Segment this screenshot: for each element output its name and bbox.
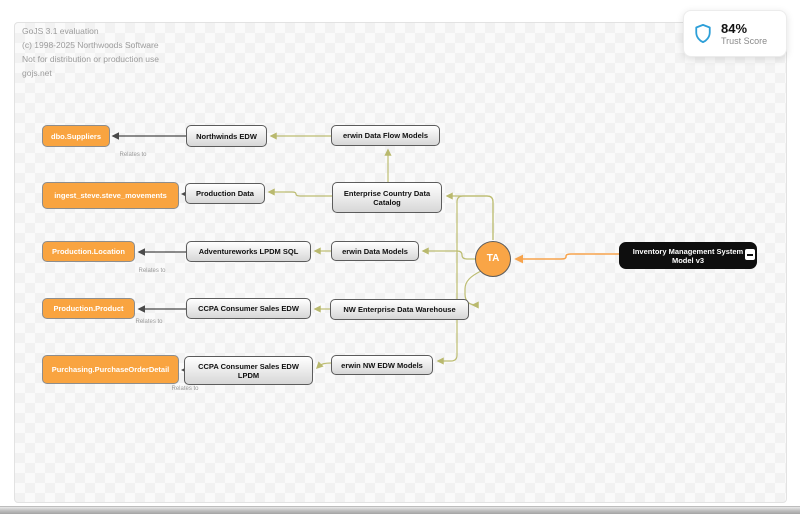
- node-nw-enterprise-data-warehouse[interactable]: NW Enterprise Data Warehouse: [330, 299, 469, 320]
- node-label: NW Enterprise Data Warehouse: [343, 305, 456, 314]
- node-erwin-data-models[interactable]: erwin Data Models: [331, 241, 419, 261]
- node-label: dbo.Suppliers: [50, 131, 101, 141]
- node-label: Production.Location: [52, 247, 125, 256]
- node-erwin-nw-edw-models[interactable]: erwin NW EDW Models: [331, 355, 433, 375]
- node-adventureworks-lpdm-sql[interactable]: Adventureworks LPDM SQL: [186, 241, 311, 262]
- node-label: Production.Product: [53, 304, 124, 313]
- link-ta-erwin-nw-edw-models[interactable]: [436, 195, 494, 365]
- link-erwin-nw-edw-ccpa-lpdm[interactable]: [315, 361, 332, 370]
- node-enterprise-country-data-catalog[interactable]: Enterprise Country Data Catalog: [332, 182, 442, 213]
- node-label: CCPA Consumer Sales EDW LPDM: [198, 361, 299, 380]
- node-label: Adventureworks LPDM SQL: [198, 247, 299, 256]
- link-label-relates-to: Relates to: [135, 319, 163, 325]
- node-northwinds-edw[interactable]: Northwinds EDW: [186, 125, 267, 147]
- gojs-watermark: GoJS 3.1 evaluation (c) 1998-2025 Northw…: [22, 26, 160, 78]
- node-label: erwin NW EDW Models: [341, 360, 423, 370]
- node-label: ingest_steve.steve_movements: [54, 191, 167, 200]
- collapse-icon[interactable]: [745, 249, 755, 260]
- node-inventory-management-system-model-v3[interactable]: Inventory Management System Model v3: [619, 242, 757, 269]
- node-label: Production Data: [196, 189, 254, 198]
- link-inventory-model-ta[interactable]: [514, 253, 619, 264]
- node-label: Purchasing.PurchaseOrderDetail: [51, 365, 170, 374]
- link-ta-erwin-data-models[interactable]: [421, 247, 476, 260]
- link-catalog-production-data[interactable]: [267, 188, 332, 197]
- node-production-product[interactable]: Production.Product: [42, 298, 135, 319]
- link-label-relates-to: Relates to: [138, 268, 166, 274]
- node-label: Enterprise Country Data Catalog: [343, 188, 431, 207]
- link-label-relates-to: Relates to: [171, 386, 199, 392]
- node-label: CCPA Consumer Sales EDW: [198, 304, 299, 313]
- link-label-relates-to: Relates to: [119, 152, 147, 158]
- node-erwin-data-flow-models[interactable]: erwin Data Flow Models: [331, 125, 440, 146]
- trust-score-card: 84% Trust Score: [683, 10, 787, 57]
- node-production-location[interactable]: Production.Location: [42, 241, 135, 262]
- node-ccpa-consumer-sales-edw[interactable]: CCPA Consumer Sales EDW: [186, 298, 311, 319]
- node-label: TA: [486, 253, 500, 264]
- node-ta[interactable]: TA: [475, 241, 511, 277]
- link-ta-nw-warehouse[interactable]: [464, 270, 482, 309]
- node-label: Northwinds EDW: [196, 131, 257, 141]
- node-ccpa-consumer-sales-edw-lpdm[interactable]: CCPA Consumer Sales EDW LPDM: [184, 356, 313, 385]
- node-label: erwin Data Flow Models: [342, 131, 428, 140]
- link-ta-catalog[interactable]: [445, 192, 494, 240]
- horizontal-scrollbar[interactable]: [0, 506, 800, 514]
- node-label: erwin Data Models: [342, 246, 408, 256]
- node-ingest-steve-steve-movements[interactable]: ingest_steve.steve_movements: [42, 182, 179, 209]
- node-dbo-suppliers[interactable]: dbo.Suppliers: [42, 125, 110, 147]
- node-purchasing-purchaseorderdetail[interactable]: Purchasing.PurchaseOrderDetail: [42, 355, 179, 384]
- node-production-data[interactable]: Production Data: [185, 183, 265, 204]
- trust-score-label: Trust Score: [721, 35, 768, 46]
- node-label: Inventory Management System Model v3: [632, 246, 744, 265]
- shield-icon: [695, 23, 711, 44]
- trust-score-value: 84%: [721, 20, 748, 36]
